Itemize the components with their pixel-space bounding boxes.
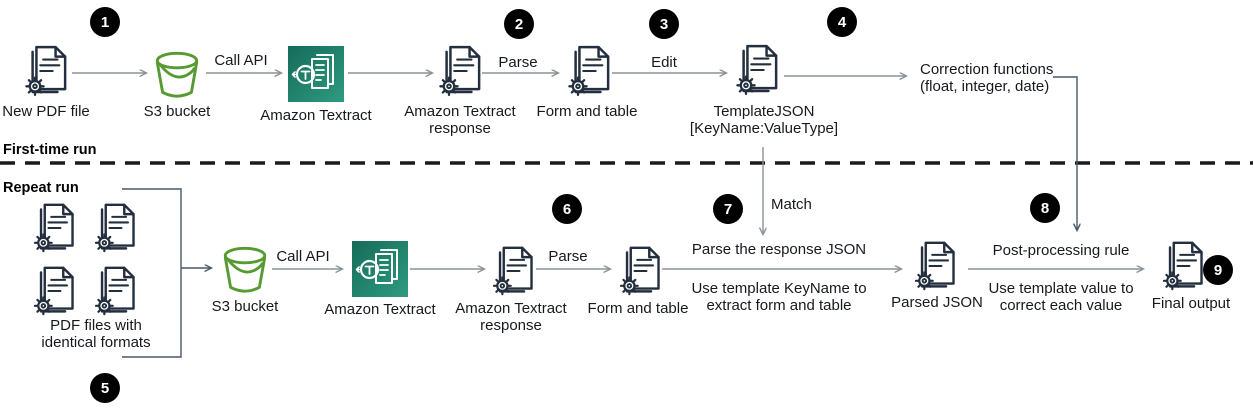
amazon-textract-icon-top <box>288 46 344 102</box>
amazon-textract-icon-bottom <box>352 241 408 297</box>
step-badge-3: 3 <box>649 9 679 39</box>
parse-response-json-title: Parse the response JSON <box>691 241 867 258</box>
parse-label-top: Parse <box>498 54 538 71</box>
step-badge-9: 9 <box>1203 255 1233 285</box>
amazon-textract-label-top: Amazon Textract <box>260 107 372 124</box>
form-and-table-label-bottom: Form and table <box>587 300 689 317</box>
form-and-table-icon-bottom <box>618 246 662 296</box>
connector-correction-to-postprocessing <box>1053 76 1077 230</box>
s3-bucket-label-bottom: S3 bucket <box>211 298 279 315</box>
template-json-icon <box>735 44 779 96</box>
step-badge-6: 6 <box>552 194 582 224</box>
parse-label-bottom: Parse <box>548 248 588 265</box>
bracket-pdf-files-group <box>122 188 182 358</box>
pdf-file-icon-4 <box>93 266 137 316</box>
lane-label-repeat-run: Repeat run <box>3 180 79 196</box>
textract-response-icon-top <box>438 45 482 97</box>
pdf-file-icon-2 <box>93 203 137 253</box>
edit-label: Edit <box>651 54 677 71</box>
post-processing-rule-title: Post-processing rule <box>992 242 1130 259</box>
parse-response-json-subtitle: Use template KeyName to extract form and… <box>691 280 867 314</box>
call-api-label-top: Call API <box>214 52 268 69</box>
new-pdf-file-icon <box>24 45 68 97</box>
pdf-files-group-label: PDF files with identical formats <box>41 317 151 351</box>
template-json-label: TemplateJSON [KeyName:ValueType] <box>689 103 839 137</box>
pdf-file-icon-1 <box>32 203 76 253</box>
post-processing-rule-subtitle: Use template value to correct each value <box>988 280 1134 314</box>
parsed-json-icon <box>913 241 957 291</box>
step-badge-5: 5 <box>90 373 120 403</box>
step-badge-1: 1 <box>90 7 120 37</box>
final-output-label: Final output <box>1151 295 1231 312</box>
textract-response-label-top: Amazon Textract response <box>404 103 516 137</box>
call-api-label-bottom: Call API <box>276 248 330 265</box>
match-label: Match <box>771 196 812 213</box>
step-badge-8: 8 <box>1030 193 1060 223</box>
correction-functions-label: Correction functions (float, integer, da… <box>920 61 1054 95</box>
final-output-icon <box>1161 241 1205 291</box>
step-badge-4: 4 <box>827 7 857 37</box>
s3-bucket-icon-top <box>152 50 202 100</box>
pdf-file-icon-3 <box>32 266 76 316</box>
textract-response-label-bottom: Amazon Textract response <box>455 300 567 334</box>
s3-bucket-label-top: S3 bucket <box>143 103 211 120</box>
form-and-table-label-top: Form and table <box>536 103 638 120</box>
new-pdf-file-label: New PDF file <box>2 103 90 120</box>
amazon-textract-label-bottom: Amazon Textract <box>324 301 436 318</box>
step-badge-7: 7 <box>713 194 743 224</box>
lane-label-first-time-run: First-time run <box>3 142 97 158</box>
parsed-json-label: Parsed JSON <box>891 294 983 311</box>
step-badge-2: 2 <box>504 9 534 39</box>
form-and-table-icon-top <box>567 45 611 97</box>
